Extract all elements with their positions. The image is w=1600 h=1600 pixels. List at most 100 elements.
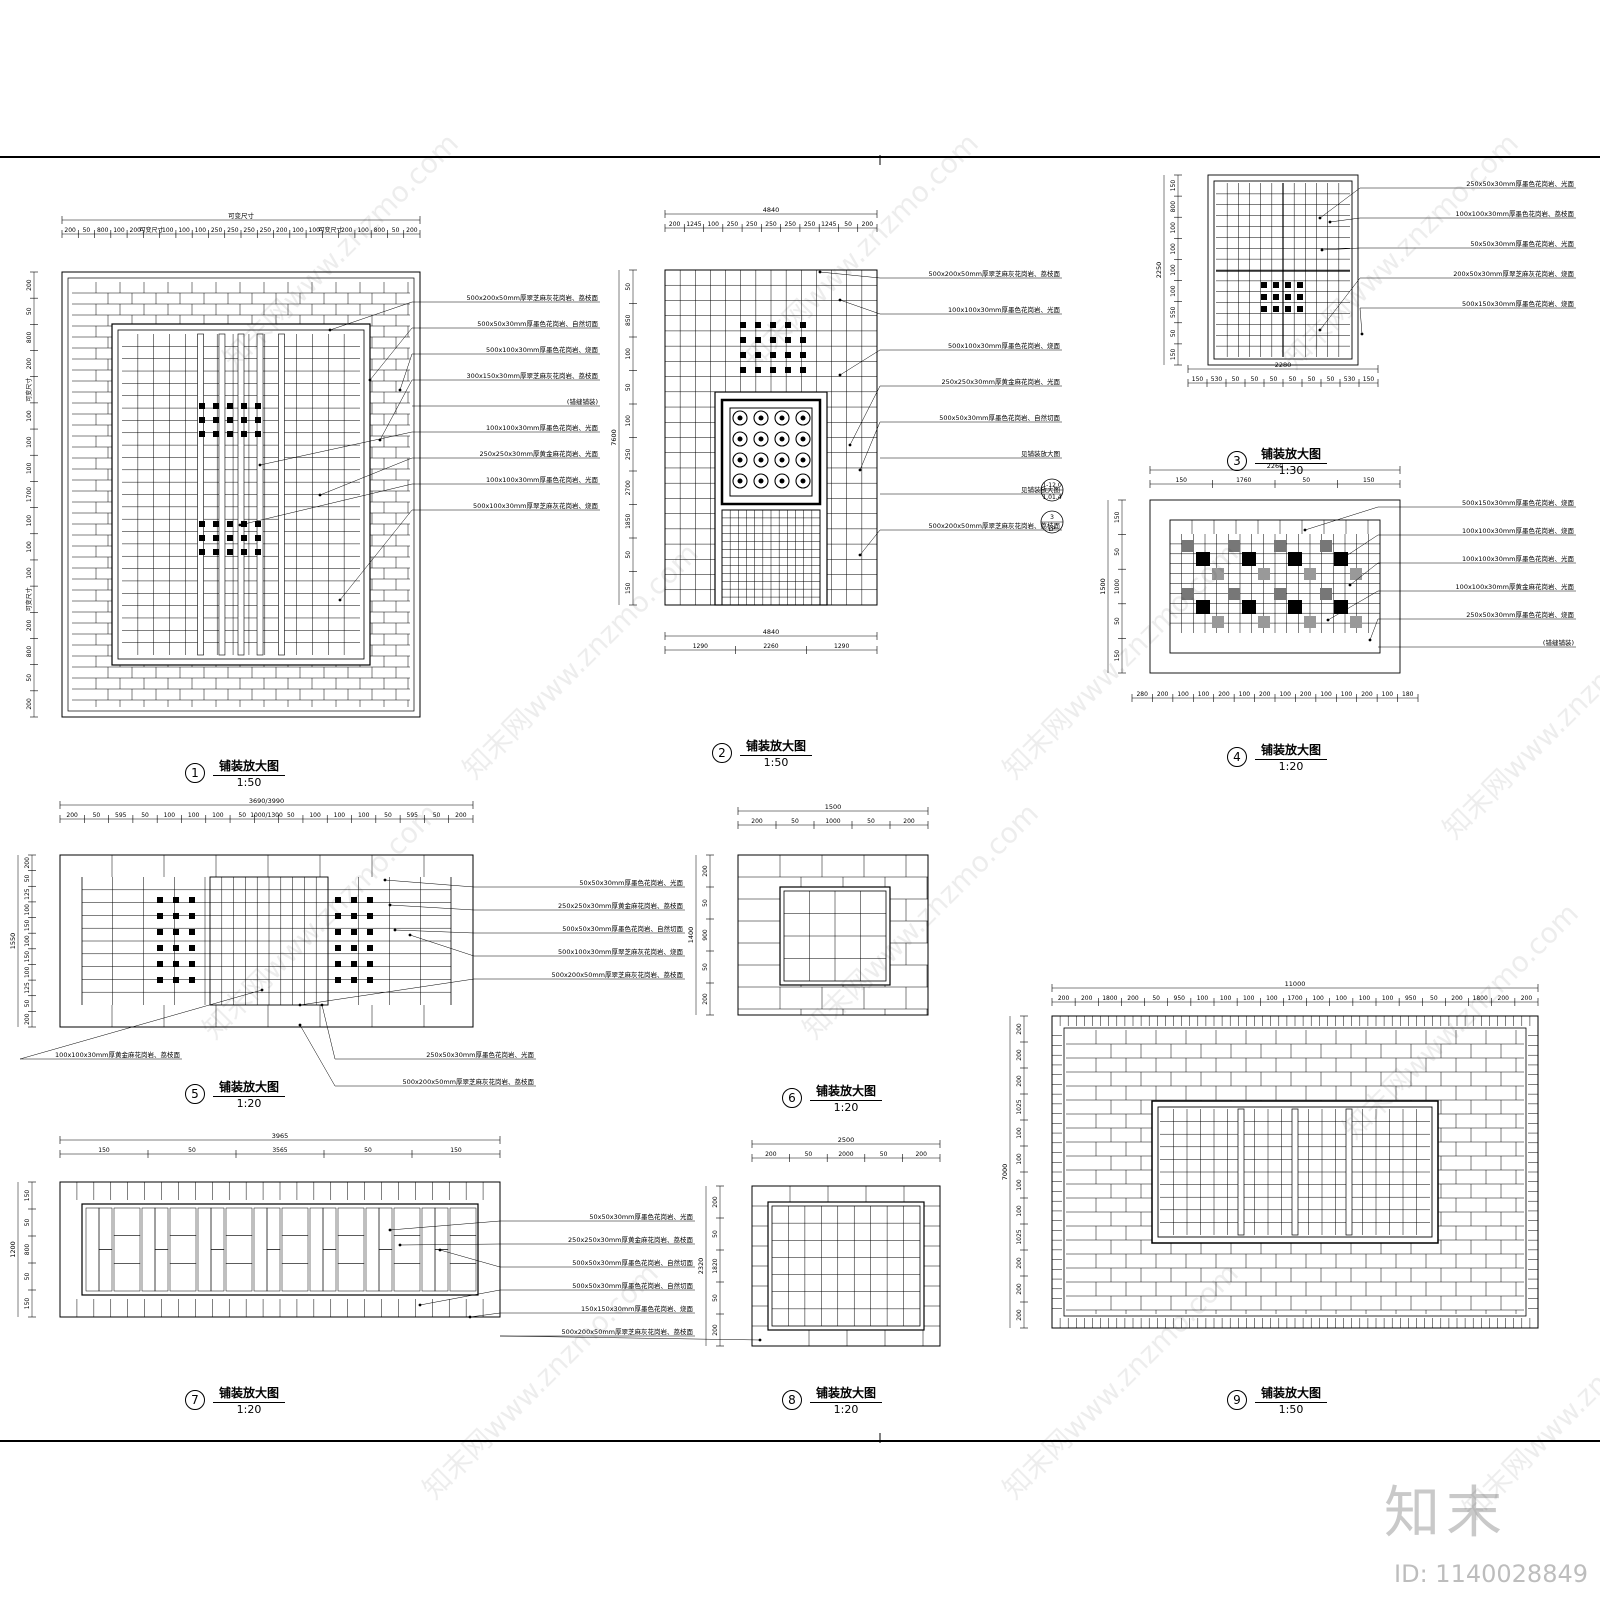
dim-label: 250 <box>211 227 223 234</box>
ornament-core <box>758 436 764 442</box>
dark-tile <box>227 403 233 409</box>
drawing-number-badge: 5 <box>185 1084 205 1104</box>
dim-label: 200 <box>712 1324 719 1336</box>
drawing-title-9: 9 铺装放大图 1:50 <box>1227 1384 1328 1416</box>
paving-outline <box>737 854 929 1016</box>
leader-line <box>329 301 413 331</box>
ornament-core <box>779 415 785 421</box>
leader-line <box>1319 187 1361 219</box>
leader-dot <box>338 598 342 602</box>
leader-dot <box>838 298 842 302</box>
speckled-tile <box>1320 588 1332 600</box>
dim-label: 50 <box>625 383 632 391</box>
leader-line <box>1339 534 1379 561</box>
dark-tile <box>173 977 179 983</box>
dim-label: 200 <box>702 993 709 1005</box>
dim-label: 50 <box>712 1230 719 1238</box>
drawings.8.left_dims-dims: 2002002001025100100100100102520020020070… <box>1001 1015 1028 1329</box>
dim-label: 200 <box>1016 1257 1023 1269</box>
ornament-core <box>758 457 764 463</box>
drawing-title-text: 铺装放大图 1:50 <box>1255 1384 1328 1416</box>
dim-label: 150 <box>24 951 31 963</box>
dark-tile <box>800 322 806 328</box>
paving-outline <box>61 271 421 718</box>
dim-total-label: 11000 <box>1285 980 1306 988</box>
drawing-title-8: 8 铺装放大图 1:20 <box>782 1384 883 1416</box>
dark-tile <box>335 913 341 919</box>
dim-label: 150 <box>1170 180 1177 192</box>
dim-label: 150 <box>1363 376 1375 383</box>
dim-label: 100 <box>26 462 33 474</box>
leader-line <box>1329 217 1361 223</box>
leader-dot <box>1326 618 1330 622</box>
dark-tile <box>351 929 357 935</box>
carved-pattern <box>732 410 811 489</box>
dim-label: 100 <box>1016 1153 1023 1165</box>
leader-dot <box>1320 248 1324 252</box>
dim-label: 可变尺寸 <box>25 378 33 402</box>
dark-tile <box>157 977 163 983</box>
paver <box>393 1263 421 1292</box>
dim-label: 100 <box>1198 691 1210 698</box>
leader-line <box>409 934 475 957</box>
dim-label: 2000 <box>838 1151 853 1158</box>
dim-label: 100 <box>309 812 321 819</box>
detail-ref-text: 3 <box>1050 514 1054 521</box>
dim-label: 100 <box>24 904 31 916</box>
dark-tile <box>740 322 746 328</box>
dim-label: 50 <box>1170 329 1177 337</box>
dark-tile <box>1288 600 1302 614</box>
dim-label: 125 <box>24 888 31 900</box>
drawing-number-badge: 9 <box>1227 1390 1247 1410</box>
dim-label: 250 <box>260 227 272 234</box>
dim-label: 180 <box>1402 691 1414 698</box>
leader-dot <box>1368 638 1372 642</box>
material-label: 100x100x30mm厚黄金麻花岗岩、光面 <box>1456 582 1575 591</box>
paver <box>225 1207 253 1236</box>
dim-label: 100 <box>625 348 632 360</box>
paver <box>378 1249 393 1292</box>
dim-label: 50 <box>433 812 441 819</box>
dim-label: 100 <box>1170 222 1177 234</box>
dim-label: 200 <box>1218 691 1230 698</box>
dark-tile <box>1334 552 1348 566</box>
leader-line <box>321 1004 336 1060</box>
drawing-title-5: 5 铺装放大图 1:20 <box>185 1078 286 1110</box>
drawing-scale: 1:50 <box>236 776 262 789</box>
ornament-circle <box>732 431 748 447</box>
dim-label: 200 <box>903 818 915 825</box>
band-strip <box>1237 1108 1245 1236</box>
brand-logo: 知末 <box>1384 1481 1508 1546</box>
dim-label: 50 <box>287 812 295 819</box>
dim-label: 可变尺寸 <box>139 226 163 234</box>
leader-dot <box>260 988 264 992</box>
dim-label: 50 <box>24 1219 31 1227</box>
feature-tiles <box>1182 540 1362 628</box>
dark-tile <box>1273 294 1279 300</box>
paving-border <box>67 277 415 712</box>
dim-total-label: 7600 <box>610 429 618 446</box>
drawing-5c-leaders: 250x50x30mm厚墨色花岗岩、光面500x200x50mm厚翠芝麻灰花岗岩… <box>298 1003 536 1087</box>
paver <box>393 1207 421 1236</box>
dim-label: 200 <box>1016 1049 1023 1061</box>
leader-line <box>339 509 413 601</box>
ornament-circle <box>732 452 748 468</box>
dim-label: 3565 <box>272 1147 287 1154</box>
leader-dot <box>318 493 322 497</box>
dim-label: 150 <box>1114 650 1121 662</box>
paver <box>337 1263 365 1292</box>
leader-dot <box>858 553 862 557</box>
speckled-tile <box>1258 616 1270 628</box>
carved-panel <box>729 407 813 497</box>
material-label: 100x100x30mm厚墨色花岗岩、光面 <box>486 475 598 484</box>
detail-ref-text: LP <box>1049 526 1056 533</box>
paver <box>113 1235 141 1264</box>
leader-line <box>1359 307 1363 335</box>
drawing-title-name: 铺装放大图 <box>213 1078 286 1097</box>
